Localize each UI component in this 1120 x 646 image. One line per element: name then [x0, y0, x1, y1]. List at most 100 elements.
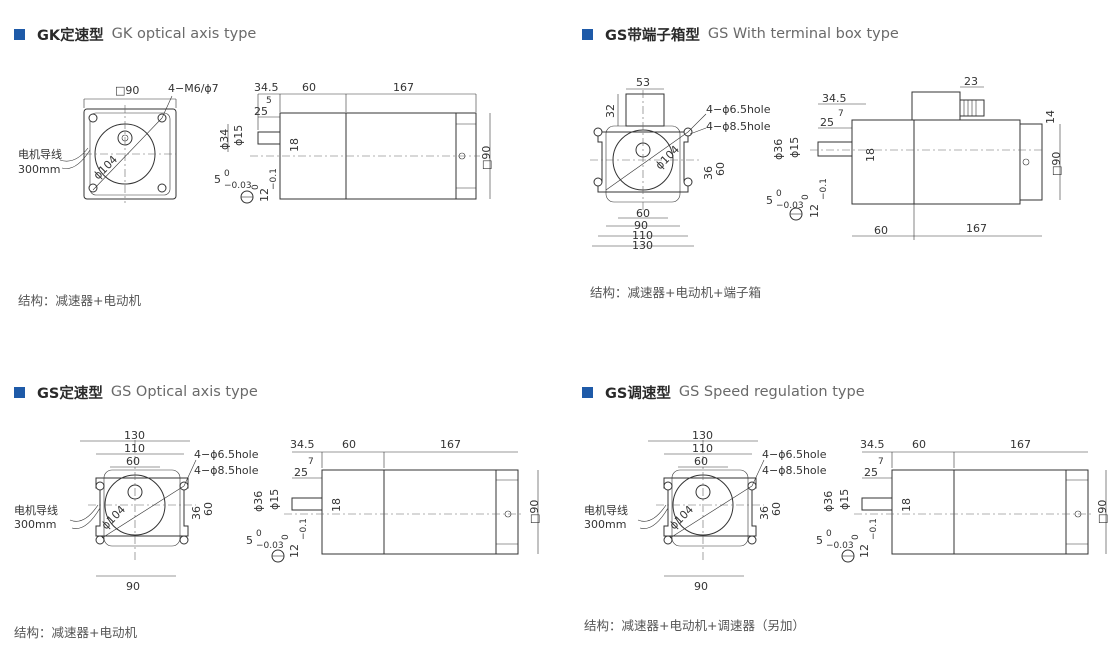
wire-length-label: 300mm — [14, 518, 56, 531]
panel-header-gs-speed: GS调速型 GS Speed regulation type — [582, 382, 865, 402]
drawing-gs-speed: 电机导线 300mm 130 110 60 90 4−ϕ6.5hole 4−ϕ8… — [584, 429, 1109, 593]
dim-60-v: 60 — [202, 502, 215, 516]
key-width: 5 — [214, 173, 221, 186]
shaft-diameter: ϕ36 — [772, 139, 785, 160]
shaft-diameter: ϕ36 — [252, 491, 265, 512]
dim-60: 60 — [342, 438, 356, 451]
len-60: 60 — [874, 224, 888, 237]
square-bullet-icon — [582, 28, 593, 40]
key-width: 5 — [246, 534, 253, 547]
key-height-zero: 0 — [851, 534, 861, 540]
dim-14: 14 — [1044, 110, 1057, 124]
key-width-tol: −0.03 — [776, 201, 804, 211]
width-110: 110 — [632, 229, 653, 242]
key-width-zero: 0 — [776, 189, 782, 199]
dim-25: 25 — [294, 466, 308, 479]
shaft-diameter-2: ϕ15 — [788, 137, 801, 158]
shaft-diameter-2: ϕ15 — [268, 489, 281, 510]
dim-5: 5 — [266, 96, 272, 106]
side-view — [841, 469, 1092, 563]
dim-7: 7 — [838, 109, 844, 119]
structure-text-gs-speed: 结构：减速器+电动机+调速器（另加） — [584, 618, 805, 633]
square-bullet-icon — [582, 386, 593, 398]
dim-7: 7 — [308, 457, 314, 467]
dim-167: 167 — [440, 438, 461, 451]
width-90: 90 — [634, 219, 648, 232]
dim-167: 167 — [393, 81, 414, 94]
panel-title-en: GS Speed regulation type — [678, 384, 865, 400]
shaft-diameter: ϕ34 — [218, 129, 231, 150]
dim-34-5: 34.5 — [822, 92, 847, 105]
side-view — [240, 112, 480, 204]
panel-title-cn: GS调速型 — [605, 385, 671, 402]
dim-34-5: 34.5 — [860, 438, 885, 451]
dim-167: 167 — [1010, 438, 1031, 451]
dim-25: 25 — [254, 105, 268, 118]
key-width-zero: 0 — [224, 169, 230, 179]
key-dim: 18 — [330, 498, 343, 512]
width-60: 60 — [694, 455, 708, 468]
key-height-zero: 0 — [801, 194, 811, 200]
width-130: 130 — [692, 429, 713, 442]
key-width: 5 — [816, 534, 823, 547]
key-height-tol: −0.1 — [869, 518, 879, 540]
dim-60-v: 60 — [770, 502, 783, 516]
key-dim: 18 — [900, 498, 913, 512]
panel-title-cn: GS带端子箱型 — [605, 27, 700, 44]
square-dim: □90 — [1050, 152, 1063, 176]
front-view — [69, 440, 196, 560]
panel-header-gs-optical: GS定速型 GS Optical axis type — [14, 382, 258, 402]
drawing-gs-optical: 电机导线 300mm 130 110 60 90 4−ϕ6.5hole 4−ϕ8… — [14, 429, 541, 593]
width-130: 130 — [632, 239, 653, 252]
structure-text-gk: 结构：减速器+电动机 — [18, 293, 141, 308]
side-view — [789, 91, 1045, 221]
front-view — [590, 90, 700, 210]
width-110: 110 — [692, 442, 713, 455]
dim-25: 25 — [864, 466, 878, 479]
width-60: 60 — [636, 207, 650, 220]
wire-label: 电机导线 — [584, 503, 628, 517]
drawing-gs-terminal: 53 32 4−ϕ6.5hole 4−ϕ8.5hole ϕ104 36 60 6… — [590, 75, 1063, 252]
panel-title-en: GS Optical axis type — [110, 384, 258, 400]
key-width-zero: 0 — [256, 529, 262, 539]
dim-36: 36 — [702, 166, 715, 180]
key-height-zero: 0 — [281, 534, 291, 540]
hole-label-2: 4−ϕ8.5hole — [706, 120, 771, 133]
dim-60: 60 — [302, 81, 316, 94]
bolt-label: 4−M6/ϕ7 — [168, 82, 219, 95]
dim-36: 36 — [758, 506, 771, 520]
square-dim: □90 — [528, 500, 541, 524]
key-width-zero: 0 — [826, 529, 832, 539]
hole-label-1: 4−ϕ6.5hole — [762, 448, 827, 461]
hole-label-1: 4−ϕ6.5hole — [194, 448, 259, 461]
pcd-label: ϕ104 — [99, 503, 128, 532]
width-60: 60 — [126, 455, 140, 468]
dim-34-5: 34.5 — [290, 438, 315, 451]
width-90: 90 — [126, 580, 140, 593]
dim-60: 60 — [912, 438, 926, 451]
shaft-diameter-2: ϕ15 — [232, 125, 245, 146]
dim-36: 36 — [190, 506, 203, 520]
dim-60-v: 60 — [714, 162, 727, 176]
key-width: 5 — [766, 194, 773, 207]
front-view — [637, 440, 764, 560]
width-130: 130 — [124, 429, 145, 442]
drawing-gk: 电机导线 300mm □90 4−M6/ϕ7 ϕ104 34.5 60 167 — [18, 81, 493, 204]
square-bullet-icon — [14, 28, 25, 40]
key-width-tol: −0.03 — [224, 181, 252, 191]
key-width-tol: −0.03 — [256, 541, 284, 551]
hole-label-2: 4−ϕ8.5hole — [194, 464, 259, 477]
dim-25: 25 — [820, 116, 834, 129]
panel-title-en: GS With terminal box type — [707, 26, 899, 42]
dim-7: 7 — [878, 457, 884, 467]
pcd-label: ϕ104 — [667, 503, 696, 532]
structure-text-gs-terminal: 结构：减速器+电动机+端子箱 — [590, 285, 761, 300]
panel-header-gk: GK定速型 GK optical axis type — [14, 24, 256, 44]
flange-size-label: □90 — [115, 84, 139, 97]
hole-label-2: 4−ϕ8.5hole — [762, 464, 827, 477]
structure-text-gs-optical: 结构：减速器+电动机 — [14, 625, 137, 640]
panel-title-en: GK optical axis type — [111, 26, 257, 42]
key-height: 12 — [858, 544, 871, 558]
key-dim: 18 — [288, 138, 301, 152]
